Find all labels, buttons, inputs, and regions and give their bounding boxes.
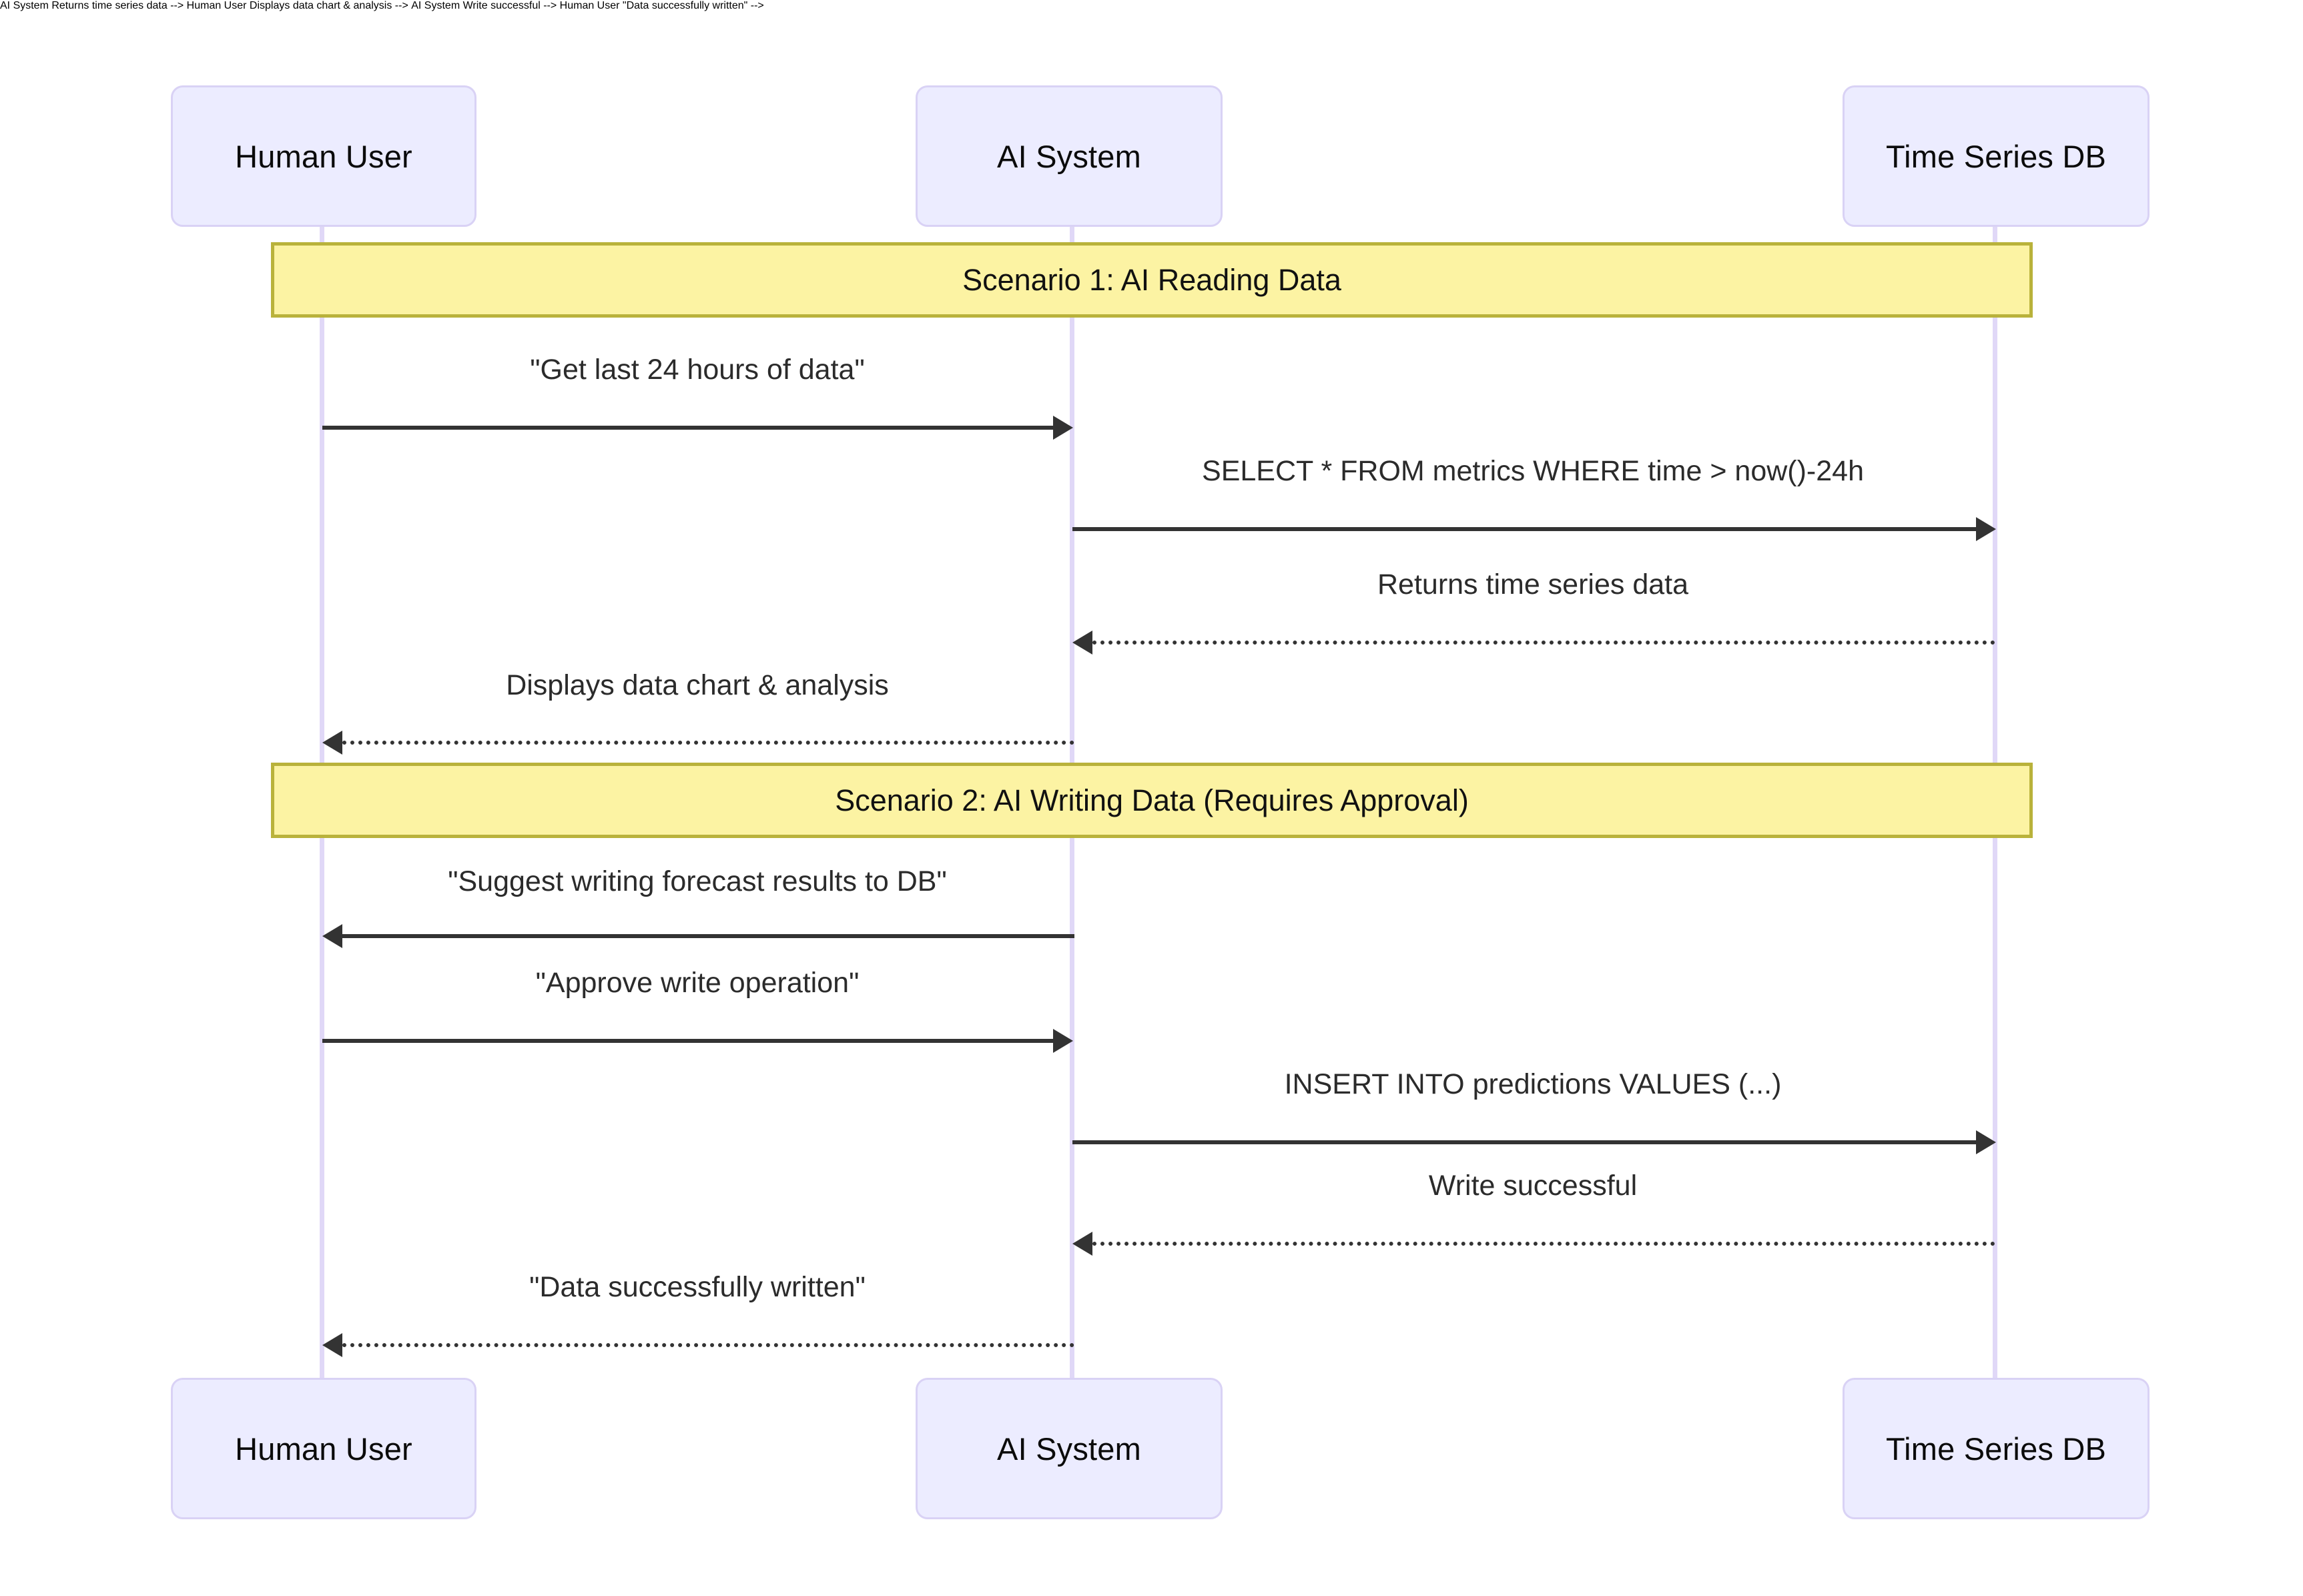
message-arrowhead-m5 <box>322 924 342 948</box>
message-arrowhead-m3 <box>1072 631 1092 655</box>
message-line-m2 <box>1072 527 1976 531</box>
participant-ai-system-bottom[interactable]: AI System <box>916 1378 1223 1519</box>
participant-label-time-series-db-bottom: Time Series DB <box>1885 1431 2107 1467</box>
message-arrowhead-m4 <box>322 731 342 755</box>
message-line-m3 <box>1092 641 1995 645</box>
message-arrowhead-m1 <box>1053 416 1073 440</box>
message-label-m3: Returns time series data <box>1377 568 1689 601</box>
message-label-m1: "Get last 24 hours of data" <box>530 354 865 386</box>
participant-label-ai-system-top: AI System <box>997 138 1141 174</box>
message-arrowhead-m8 <box>1072 1232 1092 1256</box>
participant-human-user-top[interactable]: Human User <box>171 85 476 227</box>
message-line-m1 <box>322 426 1053 430</box>
message-arrowhead-m7 <box>1976 1130 1996 1154</box>
message-line-m9 <box>342 1343 1074 1347</box>
message-label-m5: "Suggest writing forecast results to DB" <box>448 865 947 897</box>
message-label-m7: INSERT INTO predictions VALUES (...) <box>1284 1068 1782 1100</box>
participant-human-user-bottom[interactable]: Human User <box>171 1378 476 1519</box>
participant-label-human-user-bottom: Human User <box>235 1431 412 1467</box>
participant-label-time-series-db-top: Time Series DB <box>1885 138 2107 174</box>
message-line-m7 <box>1072 1140 1976 1144</box>
message-line-m6 <box>322 1039 1053 1043</box>
participant-label-ai-system-bottom: AI System <box>997 1431 1141 1467</box>
scenario-banner-1: Scenario 1: AI Reading Data <box>271 242 2033 318</box>
message-arrowhead-m2 <box>1976 517 1996 541</box>
scenario-banner-2-label: Scenario 2: AI Writing Data (Requires Ap… <box>835 783 1469 817</box>
message-arrowhead-m9 <box>322 1333 342 1357</box>
message-label-m4: Displays data chart & analysis <box>506 669 889 701</box>
message-label-m6: "Approve write operation" <box>535 967 860 999</box>
message-label-m8: Write successful <box>1428 1170 1638 1202</box>
message-label-m2: SELECT * FROM metrics WHERE time > now()… <box>1202 455 1864 487</box>
participant-time-series-db-bottom[interactable]: Time Series DB <box>1843 1378 2150 1519</box>
message-label-m9: "Data successfully written" <box>529 1271 866 1303</box>
message-line-m5 <box>342 934 1074 938</box>
message-line-m8 <box>1092 1242 1995 1246</box>
scenario-banner-1-label: Scenario 1: AI Reading Data <box>962 262 1341 297</box>
participant-ai-system-top[interactable]: AI System <box>916 85 1223 227</box>
message-arrowhead-m6 <box>1053 1029 1073 1053</box>
participant-label-human-user-top: Human User <box>235 138 412 174</box>
participant-time-series-db-top[interactable]: Time Series DB <box>1843 85 2150 227</box>
scenario-banner-2: Scenario 2: AI Writing Data (Requires Ap… <box>271 763 2033 838</box>
message-line-m4 <box>342 741 1074 745</box>
